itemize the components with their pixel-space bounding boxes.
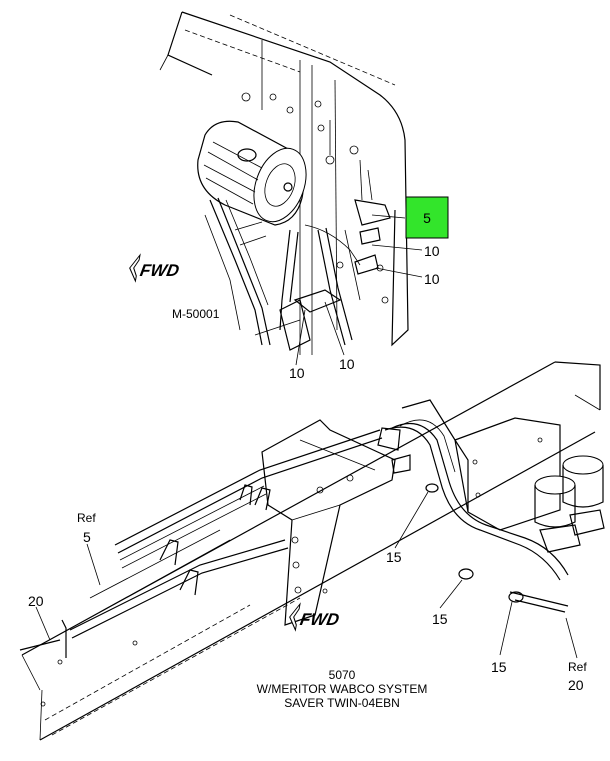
- callout-10-bottom-left: 10: [289, 365, 305, 381]
- callout-10-upper: 10: [424, 243, 440, 259]
- ref-number-5: 5: [83, 529, 91, 545]
- callout-15-second: 15: [432, 611, 448, 627]
- caption-model: SAVER TWIN-04EBN: [284, 696, 400, 710]
- caption-part-number: 5070: [329, 668, 356, 682]
- callout-15-third: 15: [491, 659, 507, 675]
- caption-system: W/MERITOR WABCO SYSTEM: [257, 682, 428, 696]
- lower-assembly-drawing: [19, 361, 605, 741]
- callout-10-bottom-right: 10: [339, 356, 355, 372]
- callout-10-middle: 10: [424, 271, 440, 287]
- highlight-callout-box: [405, 196, 449, 239]
- callout-15-first: 15: [386, 549, 402, 565]
- ref-label-top: Ref: [77, 511, 96, 525]
- ref-number-20: 20: [568, 677, 584, 693]
- fwd-arrow-lower: FWD: [289, 602, 341, 632]
- callout-20-left: 20: [28, 593, 44, 609]
- fwd-label-upper: FWD: [139, 260, 181, 280]
- view-id-label: M-50001: [172, 307, 220, 321]
- fwd-label-lower: FWD: [299, 609, 341, 629]
- callout-5-highlight: 5: [423, 210, 431, 226]
- upper-assembly-drawing: [159, 11, 423, 366]
- fwd-arrow-upper: FWD: [129, 253, 181, 283]
- ref-label-bottom: Ref: [568, 660, 587, 674]
